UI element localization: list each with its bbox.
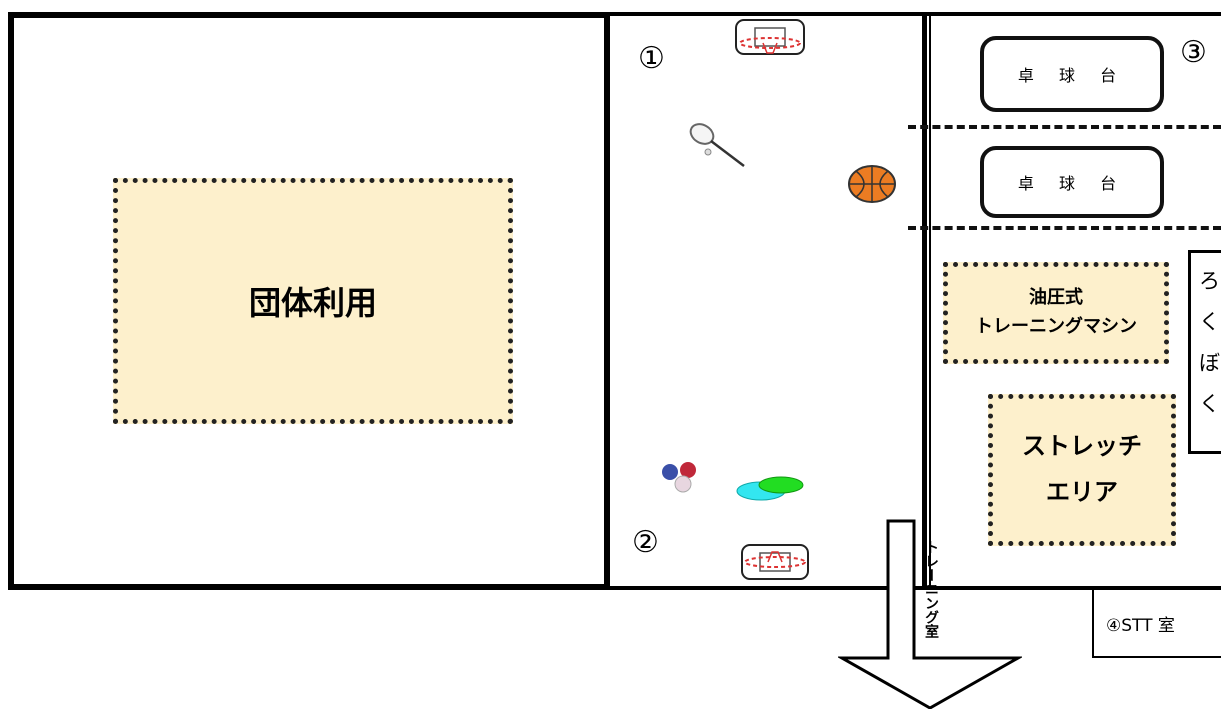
balls-icon bbox=[662, 462, 696, 493]
badminton-icon bbox=[689, 123, 745, 167]
arrow-down-icon bbox=[838, 519, 1022, 709]
training-room-label: トレーニング室 bbox=[916, 540, 939, 638]
table-2-label: 卓 球 台 bbox=[1017, 174, 1127, 193]
hydraulic-machine-area: 油圧式 トレーニングマシン bbox=[943, 262, 1169, 364]
table-tennis-table-2: 卓 球 台 bbox=[980, 146, 1164, 218]
marker-3: ③ bbox=[1180, 35, 1207, 70]
tt-area-top-wall bbox=[925, 12, 1221, 16]
marker-2: ② bbox=[632, 525, 659, 560]
divider-line-1 bbox=[908, 125, 1221, 129]
tt-area-bottom-wall bbox=[925, 586, 1221, 590]
court-room bbox=[607, 12, 925, 590]
stretch-label-line1: ストレッチ bbox=[1022, 432, 1142, 461]
side-box-char: く bbox=[1199, 310, 1220, 334]
side-box-char: く bbox=[1199, 392, 1220, 416]
basketball-icon bbox=[848, 165, 896, 203]
tt-area-wall bbox=[925, 12, 931, 590]
basketball-hoop-icon bbox=[741, 544, 809, 580]
training-room-text: トレーニング室 bbox=[923, 540, 939, 638]
divider-line-2 bbox=[908, 226, 1221, 230]
discs-icon bbox=[736, 476, 804, 501]
basketball-hoop-icon bbox=[735, 19, 805, 55]
group-use-area: 団体利用 bbox=[113, 178, 513, 424]
stt-room-label: ④STT 室 bbox=[1106, 615, 1175, 636]
machine-label-line1: 油圧式 bbox=[1029, 287, 1083, 309]
marker-1: ① bbox=[638, 41, 665, 76]
side-box-char: ろ bbox=[1199, 269, 1220, 293]
stretch-area: ストレッチ エリア bbox=[988, 394, 1176, 546]
machine-label-line2: トレーニングマシン bbox=[975, 316, 1137, 337]
group-use-label: 団体利用 bbox=[248, 284, 377, 322]
table-1-label: 卓 球 台 bbox=[1017, 66, 1127, 85]
stretch-label-line2: エリア bbox=[1046, 478, 1118, 506]
stt-room-box: ④STT 室 bbox=[1092, 588, 1221, 658]
side-box-char: ぼ bbox=[1199, 351, 1220, 375]
side-box: ろ く ぼ く bbox=[1188, 250, 1221, 454]
table-tennis-table-1: 卓 球 台 bbox=[980, 36, 1164, 112]
